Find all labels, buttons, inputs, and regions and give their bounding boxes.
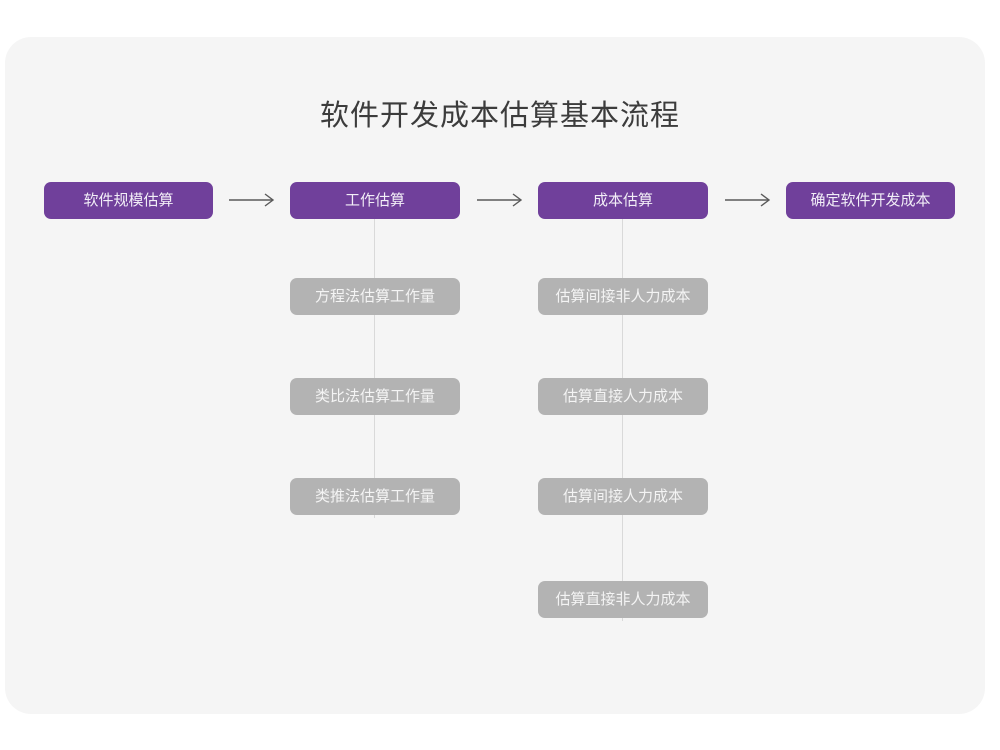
arrow-2-icon bbox=[476, 191, 526, 211]
arrow-3-icon bbox=[724, 191, 774, 211]
branch-cost-item-4[interactable]: 估算直接非人力成本 bbox=[538, 581, 708, 618]
step-cost-estimation[interactable]: 成本估算 bbox=[538, 182, 708, 219]
branch-work-item-3[interactable]: 类推法估算工作量 bbox=[290, 478, 460, 515]
step-determine-development-cost[interactable]: 确定软件开发成本 bbox=[786, 182, 955, 219]
branch-work-item-1[interactable]: 方程法估算工作量 bbox=[290, 278, 460, 315]
branch-line-work bbox=[374, 219, 375, 518]
branch-cost-item-3[interactable]: 估算间接人力成本 bbox=[538, 478, 708, 515]
branch-work-item-2[interactable]: 类比法估算工作量 bbox=[290, 378, 460, 415]
branch-cost-item-2[interactable]: 估算直接人力成本 bbox=[538, 378, 708, 415]
step-software-scale-estimation[interactable]: 软件规模估算 bbox=[44, 182, 213, 219]
content-card bbox=[5, 37, 985, 714]
branch-cost-item-1[interactable]: 估算间接非人力成本 bbox=[538, 278, 708, 315]
branch-line-cost bbox=[622, 219, 623, 621]
page-title: 软件开发成本估算基本流程 bbox=[319, 100, 680, 132]
arrow-1-icon bbox=[228, 191, 278, 211]
step-work-estimation[interactable]: 工作估算 bbox=[290, 182, 460, 219]
